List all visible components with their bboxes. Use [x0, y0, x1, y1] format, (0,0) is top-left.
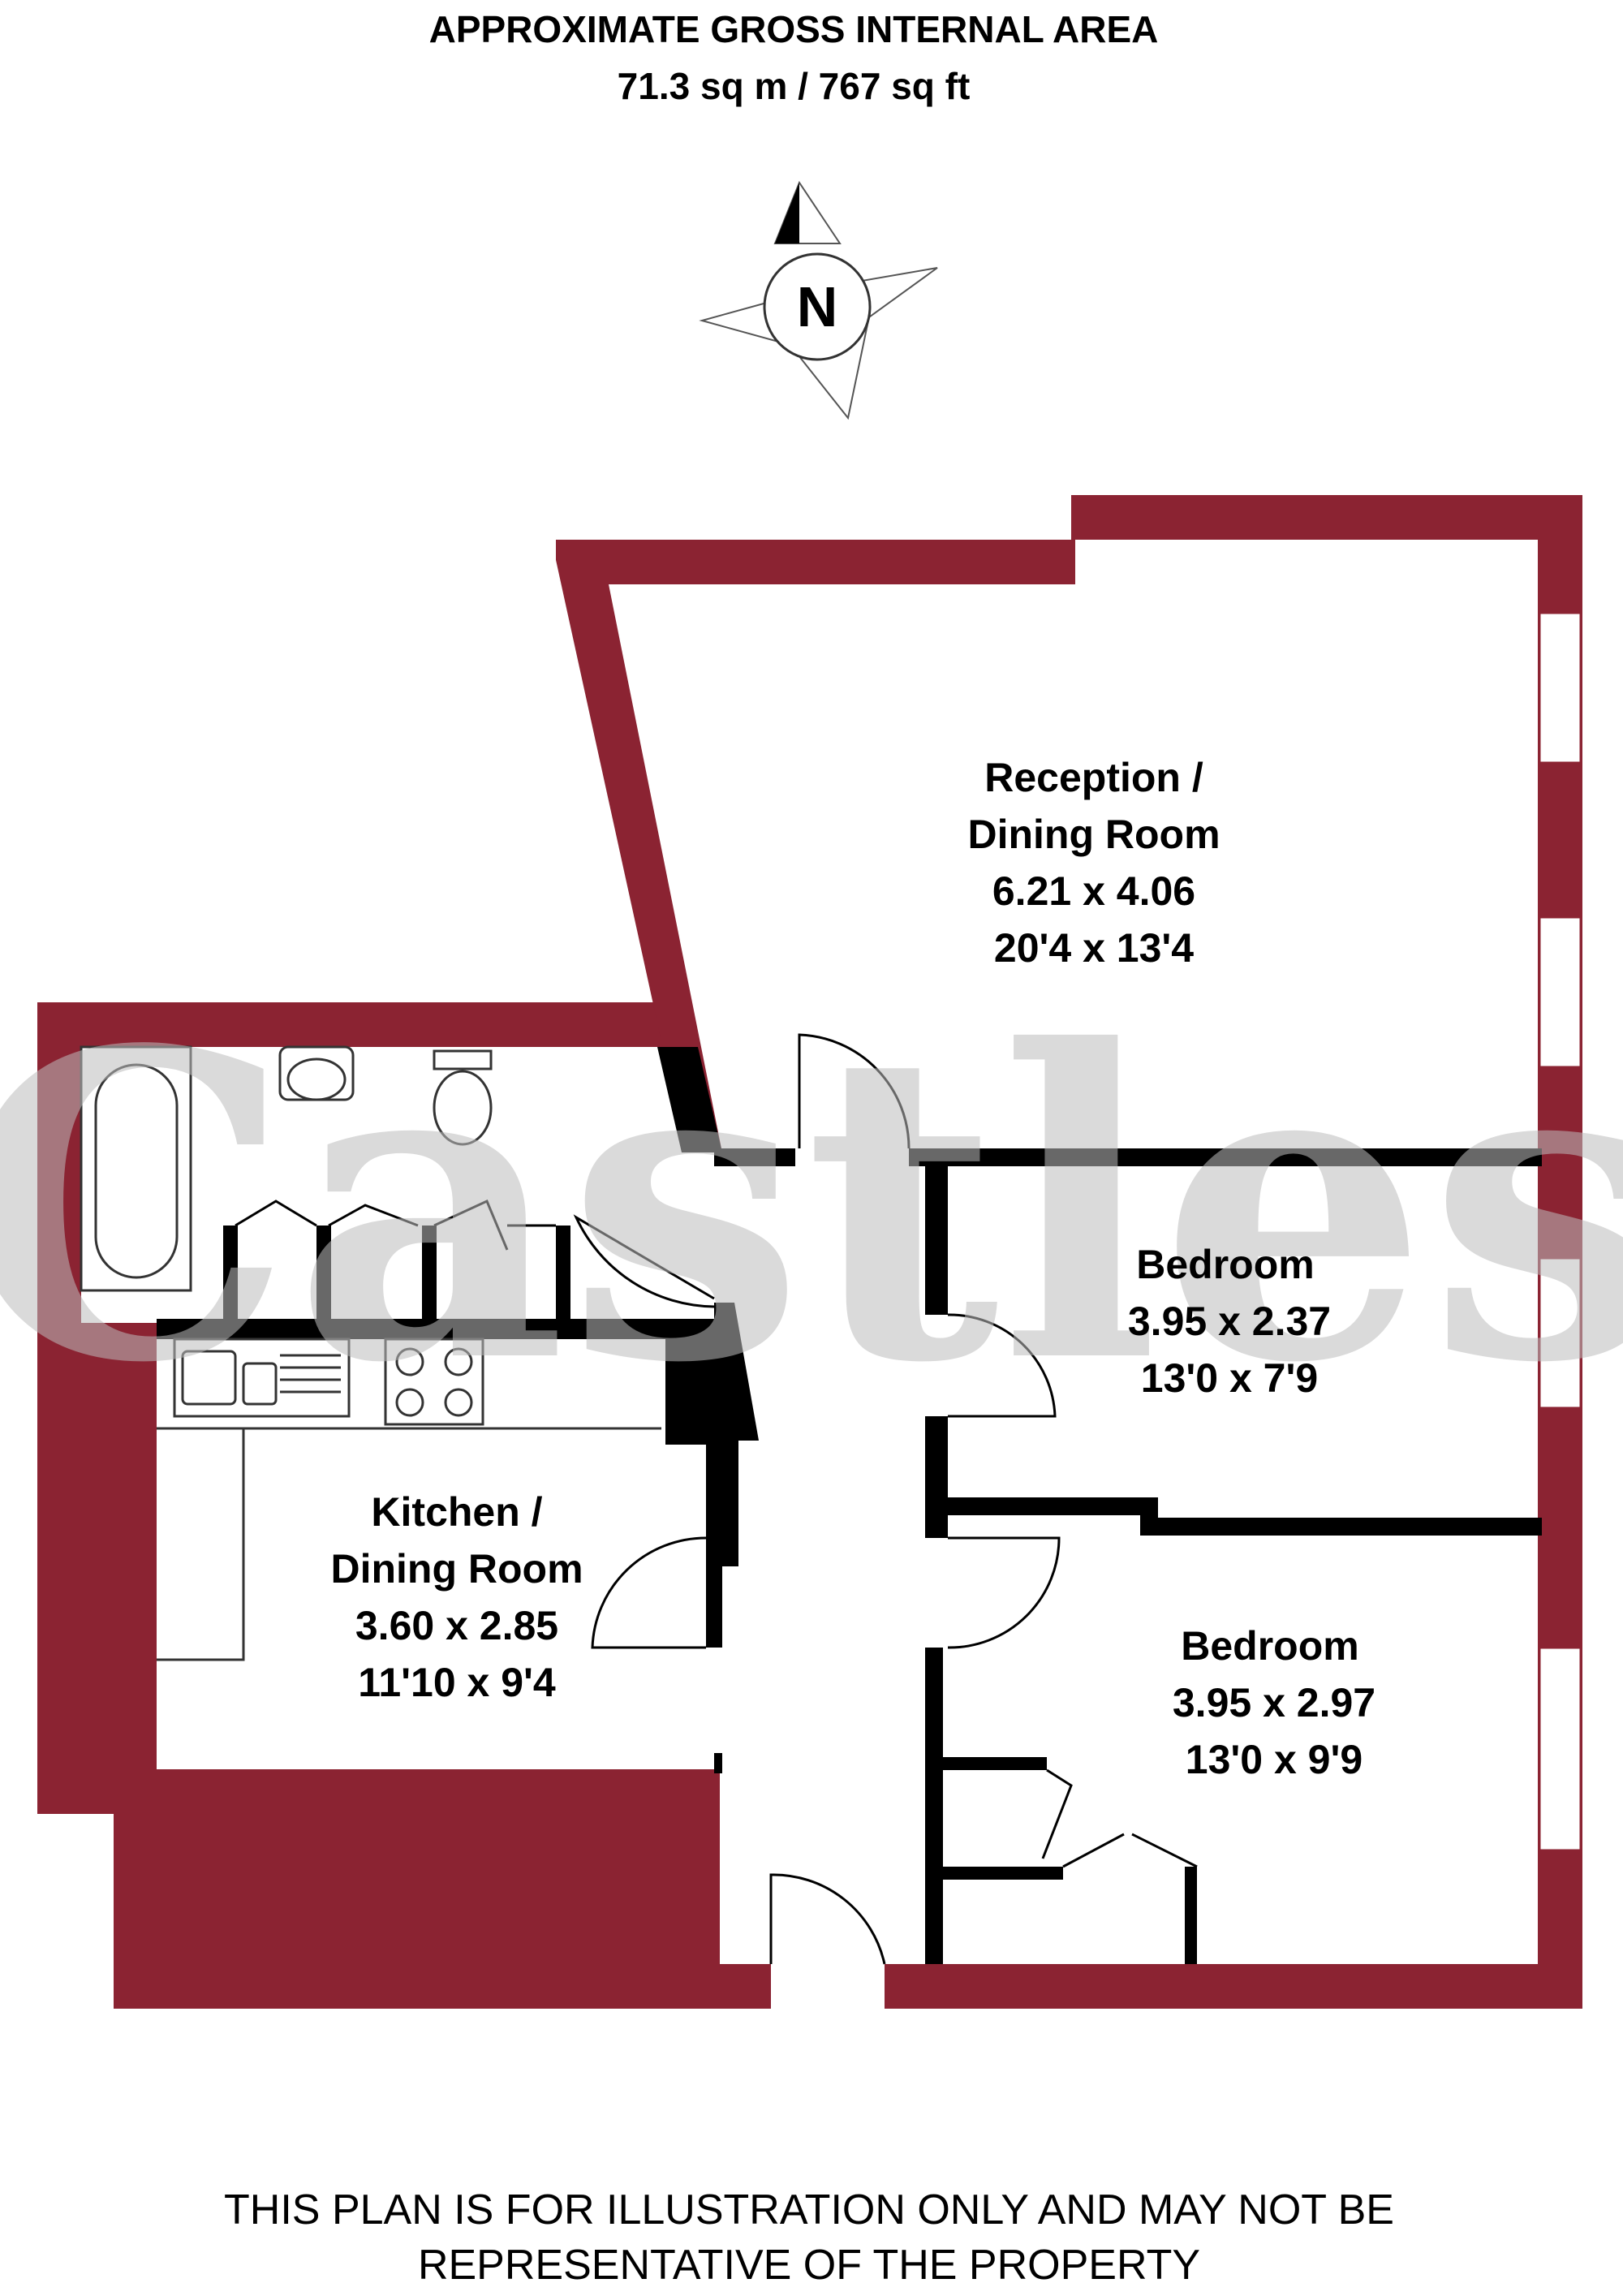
- hob-icon: [384, 1338, 484, 1426]
- area-title: APPROXIMATE GROSS INTERNAL AREA: [429, 8, 1159, 50]
- interior-walls: [157, 1047, 1542, 1964]
- toilet-bowl-icon: [433, 1070, 493, 1146]
- bedroom1-name: Bedroom: [1136, 1242, 1314, 1287]
- reception-name-1: Reception /: [984, 755, 1203, 800]
- disclaimer-line-1: THIS PLAN IS FOR ILLUSTRATION ONLY AND M…: [224, 2186, 1394, 2234]
- bedroom2-metric: 3.95 x 2.97: [1173, 1680, 1375, 1725]
- bedroom2-imperial: 13'0 x 9'9: [1186, 1737, 1363, 1782]
- compass-icon: N: [699, 180, 938, 420]
- toilet-cistern-icon: [433, 1049, 493, 1070]
- doors: [235, 1033, 1198, 1965]
- disclaimer-line-2: REPRESENTATIVE OF THE PROPERTY: [418, 2242, 1200, 2289]
- kitchen-fixtures: [157, 1338, 661, 1661]
- bedroom2-name: Bedroom: [1181, 1623, 1358, 1669]
- kitchen-name-2: Dining Room: [330, 1546, 583, 1592]
- bedroom2-label: Bedroom 3.95 x 2.97 13'0 x 9'9: [1173, 1623, 1375, 1782]
- reception-metric: 6.21 x 4.06: [992, 868, 1195, 914]
- windows: [1538, 611, 1582, 1852]
- reception-name-2: Dining Room: [967, 812, 1220, 857]
- bedroom1-label: Bedroom 3.95 x 2.37 13'0 x 7'9: [1128, 1242, 1331, 1401]
- watermark-logo: Castles: [0, 959, 1623, 1455]
- bedroom1-metric: 3.95 x 2.37: [1128, 1299, 1331, 1344]
- kitchen-name-1: Kitchen /: [371, 1489, 542, 1535]
- compass-label: N: [797, 275, 838, 338]
- kitchen-imperial: 11'10 x 9'4: [358, 1660, 556, 1705]
- bath-icon: [80, 1045, 192, 1292]
- sink-icon: [173, 1338, 351, 1418]
- kitchen-metric: 3.60 x 2.85: [355, 1603, 558, 1648]
- bath-inner: [94, 1063, 179, 1279]
- reception-imperial: 20'4 x 13'4: [994, 925, 1194, 971]
- area-value: 71.3 sq m / 767 sq ft: [618, 65, 971, 107]
- bathroom-fixtures: [80, 1045, 493, 1292]
- bedroom1-imperial: 13'0 x 7'9: [1141, 1355, 1318, 1401]
- kitchen-label: Kitchen / Dining Room 3.60 x 2.85 11'10 …: [330, 1489, 583, 1705]
- reception-label: Reception / Dining Room 6.21 x 4.06 20'4…: [967, 755, 1220, 971]
